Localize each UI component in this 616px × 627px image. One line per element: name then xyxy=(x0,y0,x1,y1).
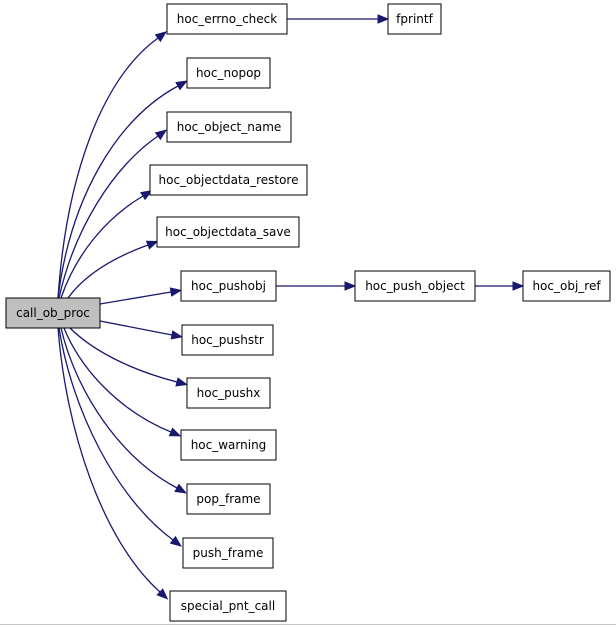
edge-line xyxy=(99,320,173,336)
edge-call_ob_proc-to-hoc_pushx xyxy=(69,327,188,387)
arrowhead-icon xyxy=(145,240,159,250)
node-label-hoc_objectdata_restore: hoc_objectdata_restore xyxy=(159,173,299,187)
arrowhead-icon xyxy=(154,31,168,43)
node-label-hoc_object_name: hoc_object_name xyxy=(177,120,282,134)
node-label-pop_frame: pop_frame xyxy=(196,492,260,506)
node-special_pnt_call[interactable]: special_pnt_call xyxy=(169,590,287,622)
arrowhead-icon xyxy=(175,377,188,387)
edge-call_ob_proc-to-hoc_warning xyxy=(63,327,182,437)
node-hoc_object_name[interactable]: hoc_object_name xyxy=(166,111,292,143)
edge-call_ob_proc-to-hoc_objectdata_save xyxy=(67,240,159,299)
arrowhead-icon xyxy=(170,330,184,340)
edge-line xyxy=(57,85,179,299)
node-hoc_warning[interactable]: hoc_warning xyxy=(180,429,277,461)
bottom-divider xyxy=(0,624,616,625)
node-fprintf[interactable]: fprintf xyxy=(387,3,442,35)
node-label-hoc_pushx: hoc_pushx xyxy=(197,386,261,400)
edge-call_ob_proc-to-hoc_nopop xyxy=(57,80,188,299)
edge-call_ob_proc-to-push_frame xyxy=(58,327,183,547)
node-hoc_pushx[interactable]: hoc_pushx xyxy=(186,377,271,409)
arrowhead-icon xyxy=(344,281,357,291)
node-push_frame[interactable]: push_frame xyxy=(182,537,274,569)
edge-hoc_errno_check-to-fprintf xyxy=(287,14,390,24)
edge-line xyxy=(57,327,161,593)
edge-hoc_pushobj-to-hoc_push_object xyxy=(276,281,357,291)
edge-line xyxy=(60,195,144,299)
arrowhead-icon xyxy=(377,14,390,24)
node-hoc_nopop[interactable]: hoc_nopop xyxy=(186,57,271,89)
node-label-hoc_pushobj: hoc_pushobj xyxy=(191,279,266,293)
node-layer: call_ob_proc hoc_errno_check fprintf hoc… xyxy=(5,3,611,622)
edge-line xyxy=(60,327,178,489)
arrowhead-icon xyxy=(156,588,169,600)
arrowhead-icon xyxy=(169,535,183,547)
node-label-push_frame: push_frame xyxy=(193,546,264,560)
arrowhead-icon xyxy=(140,190,153,201)
edge-line xyxy=(69,327,178,383)
node-hoc_push_object[interactable]: hoc_push_object xyxy=(354,270,476,302)
edge-call_ob_proc-to-hoc_pushobj xyxy=(99,287,183,305)
edge-line xyxy=(63,327,172,433)
node-hoc_pushstr[interactable]: hoc_pushstr xyxy=(181,324,274,356)
edge-call_ob_proc-to-hoc_pushstr xyxy=(99,320,184,340)
arrowhead-icon xyxy=(175,80,188,91)
node-label-call_ob_proc: call_ob_proc xyxy=(16,306,90,320)
edge-call_ob_proc-to-hoc_errno_check xyxy=(57,31,168,299)
arrowhead-icon xyxy=(168,427,182,437)
node-label-hoc_errno_check: hoc_errno_check xyxy=(177,12,278,26)
node-label-special_pnt_call: special_pnt_call xyxy=(181,599,275,613)
node-hoc_objectdata_restore[interactable]: hoc_objectdata_restore xyxy=(149,164,308,196)
edge-call_ob_proc-to-special_pnt_call xyxy=(57,327,169,600)
node-label-fprintf: fprintf xyxy=(396,12,433,26)
edge-call_ob_proc-to-hoc_object_name xyxy=(58,129,168,299)
node-hoc_objectdata_save[interactable]: hoc_objectdata_save xyxy=(156,216,300,248)
edge-line xyxy=(67,244,149,299)
arrowhead-icon xyxy=(154,129,168,141)
node-label-hoc_nopop: hoc_nopop xyxy=(196,66,261,80)
arrowhead-icon xyxy=(169,287,183,297)
edge-line xyxy=(58,327,174,541)
arrowhead-icon xyxy=(512,281,525,291)
edge-call_ob_proc-to-hoc_objectdata_restore xyxy=(60,190,153,299)
node-label-hoc_obj_ref: hoc_obj_ref xyxy=(532,279,601,293)
edge-line xyxy=(57,37,159,299)
node-call_ob_proc[interactable]: call_ob_proc xyxy=(5,297,101,329)
node-hoc_obj_ref[interactable]: hoc_obj_ref xyxy=(522,270,611,302)
node-pop_frame[interactable]: pop_frame xyxy=(186,483,271,515)
node-hoc_pushobj[interactable]: hoc_pushobj xyxy=(180,270,277,302)
node-label-hoc_push_object: hoc_push_object xyxy=(365,279,465,293)
node-label-hoc_pushstr: hoc_pushstr xyxy=(191,333,264,347)
edge-line xyxy=(58,135,159,299)
edge-hoc_push_object-to-hoc_obj_ref xyxy=(475,281,525,291)
edge-layer xyxy=(57,14,525,600)
arrowhead-icon xyxy=(174,483,187,494)
node-label-hoc_objectdata_save: hoc_objectdata_save xyxy=(165,225,291,239)
edge-line xyxy=(99,291,172,305)
edge-call_ob_proc-to-pop_frame xyxy=(60,327,187,494)
node-hoc_errno_check[interactable]: hoc_errno_check xyxy=(166,3,288,35)
node-label-hoc_warning: hoc_warning xyxy=(191,438,267,452)
